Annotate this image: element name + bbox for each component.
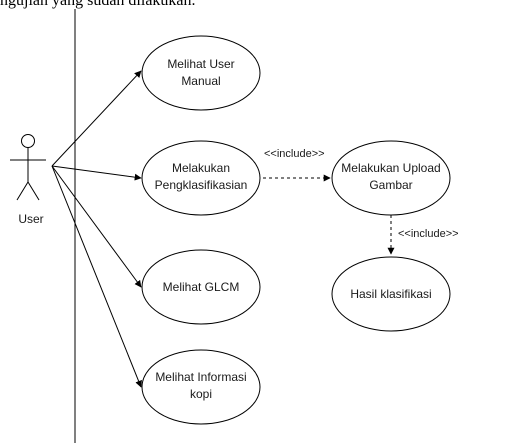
- actor-user: [10, 134, 46, 201]
- actor-right-leg: [27, 181, 40, 201]
- use-case-user-manual-line1: Melihat User: [167, 57, 234, 71]
- use-case-klasifikasi: Melakukan Pengklasifikasian: [141, 140, 261, 216]
- actor-left-leg: [16, 181, 29, 201]
- use-case-klasifikasi-line1: Melakukan: [172, 161, 230, 175]
- use-case-klasifikasi-line2: Pengklasifikasian: [155, 178, 248, 192]
- association-glcm: [51, 165, 142, 288]
- use-case-upload-line2: Gambar: [369, 178, 412, 192]
- use-case-user-manual-line2: Manual: [181, 74, 220, 88]
- include-label-1: <<include>>: [264, 148, 325, 160]
- use-case-hasil: Hasil klasifikasi: [331, 256, 451, 332]
- use-case-glcm: Melihat GLCM: [141, 249, 261, 325]
- cropped-header-text: ngujian yang sudah dilakukan.: [0, 0, 196, 9]
- use-case-upload-line1: Melakukan Upload: [341, 161, 440, 175]
- use-case-user-manual: Melihat User Manual: [141, 35, 261, 111]
- include-label-2: <<include>>: [398, 228, 459, 240]
- actor-head: [21, 134, 35, 148]
- association-klasifikasi: [51, 165, 142, 181]
- use-case-hasil-line1: Hasil klasifikasi: [350, 287, 431, 301]
- use-case-upload: Melakukan Upload Gambar: [331, 140, 451, 216]
- use-case-informasi-line1: Melihat Informasi: [155, 370, 246, 384]
- use-case-informasi: Melihat Informasi kopi: [141, 349, 261, 425]
- use-case-glcm-line1: Melihat GLCM: [163, 280, 240, 294]
- association-user-manual: [51, 70, 142, 167]
- association-informasi: [51, 165, 142, 388]
- actor-label: User: [18, 212, 43, 226]
- use-case-informasi-line2: kopi: [190, 387, 212, 401]
